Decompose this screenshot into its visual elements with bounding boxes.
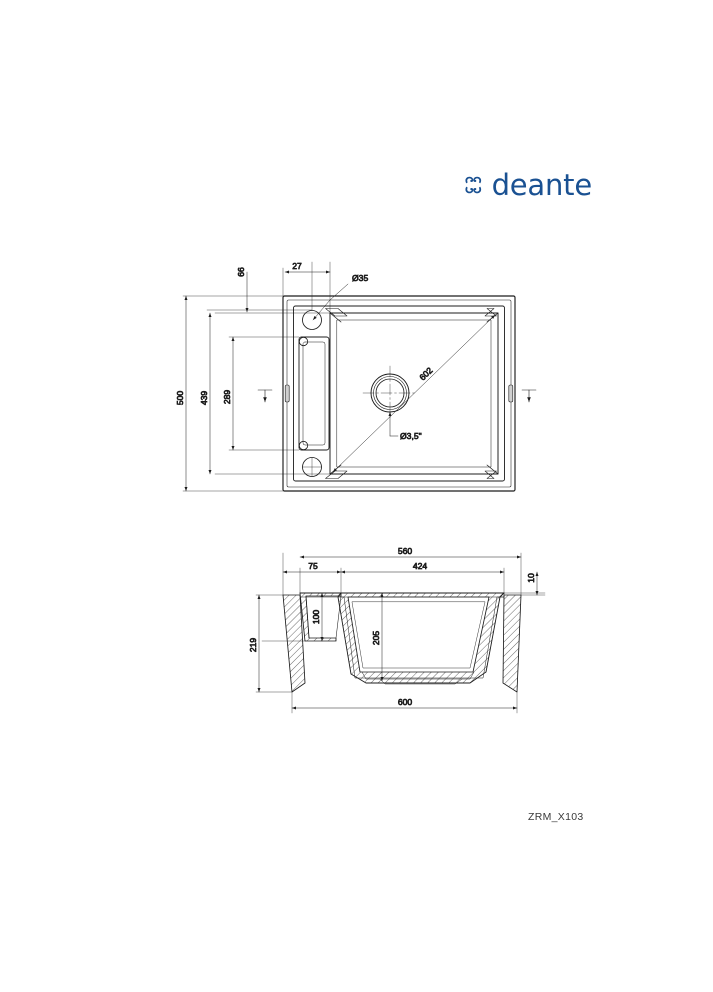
dim-439: 439 (199, 391, 209, 406)
dim-10: 10 (526, 573, 536, 583)
top-view-dimensions: 500 439 289 66 27 Ø35 602 (175, 261, 537, 492)
dim-205: 205 (371, 631, 381, 646)
dim-500: 500 (175, 391, 185, 406)
dim-600: 600 (398, 697, 413, 707)
section-view-dimensions: 560 75 424 10 219 100 205 (248, 546, 546, 714)
dim-560: 560 (398, 546, 413, 556)
dim-289: 289 (222, 390, 232, 405)
product-code-label: ZRM_X103 (528, 811, 584, 823)
dim-66: 66 (236, 267, 246, 277)
dim-drain-diameter: Ø3,5" (400, 431, 422, 441)
dim-100: 100 (311, 610, 321, 625)
dim-27: 27 (292, 261, 302, 271)
dim-tap-hole-diameter: Ø35 (352, 273, 368, 283)
dim-424: 424 (413, 561, 428, 571)
top-view-sink-body (282, 295, 516, 492)
brand-wordmark: deante (491, 167, 593, 202)
dim-602: 602 (417, 365, 434, 382)
brand-logo: deante (462, 163, 592, 207)
dim-75: 75 (308, 561, 318, 571)
section-view-sink-body (282, 592, 522, 693)
deante-clover-icon (465, 176, 482, 194)
dim-219: 219 (248, 638, 258, 653)
